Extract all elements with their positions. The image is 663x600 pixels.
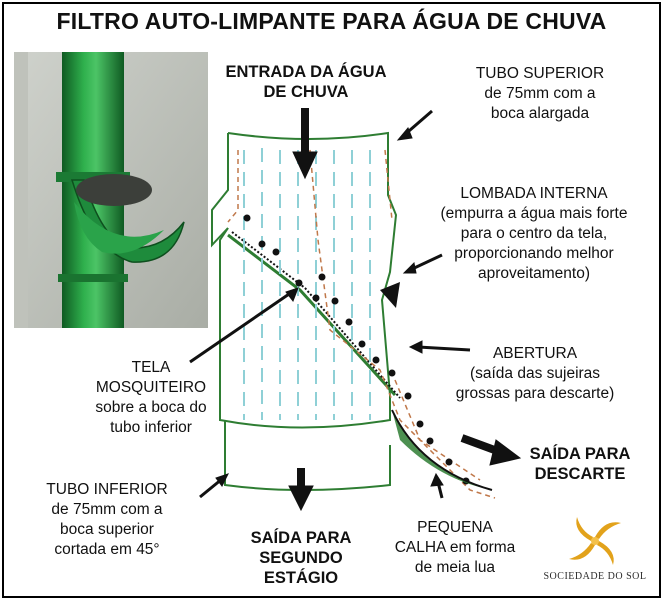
logo-text: SOCIEDADE DO SOL bbox=[535, 571, 655, 582]
water-flow bbox=[244, 148, 370, 420]
label-internal-bump: LOMBADA INTERNA (empurra a água mais for… bbox=[415, 184, 653, 284]
label-upper-tube: TUBO SUPERIOR de 75mm com a boca alargad… bbox=[440, 64, 640, 124]
lower-tube-bottom bbox=[225, 445, 390, 490]
label-lower-tube: TUBO INFERIOR de 75mm com a boca superio… bbox=[10, 480, 204, 560]
arrow-icon bbox=[190, 108, 520, 510]
label-opening: ABERTURA (saída das sujeiras grossas par… bbox=[430, 344, 640, 404]
label-mesh: TELA MOSQUITEIRO sobre a boca do tubo in… bbox=[76, 358, 226, 438]
label-second-stage: SAÍDA PARA SEGUNDO ESTÁGIO bbox=[222, 528, 380, 588]
label-inlet: ENTRADA DA ÁGUA DE CHUVA bbox=[200, 62, 412, 102]
label-discharge: SAÍDA PARA DESCARTE bbox=[510, 444, 650, 484]
sun-logo-icon bbox=[560, 515, 630, 567]
lower-tube-outline bbox=[220, 228, 390, 428]
label-gutter: PEQUENA CALHA em forma de meia lua bbox=[376, 518, 534, 578]
gutter-shape bbox=[392, 410, 492, 490]
upper-tube-left bbox=[212, 133, 228, 245]
